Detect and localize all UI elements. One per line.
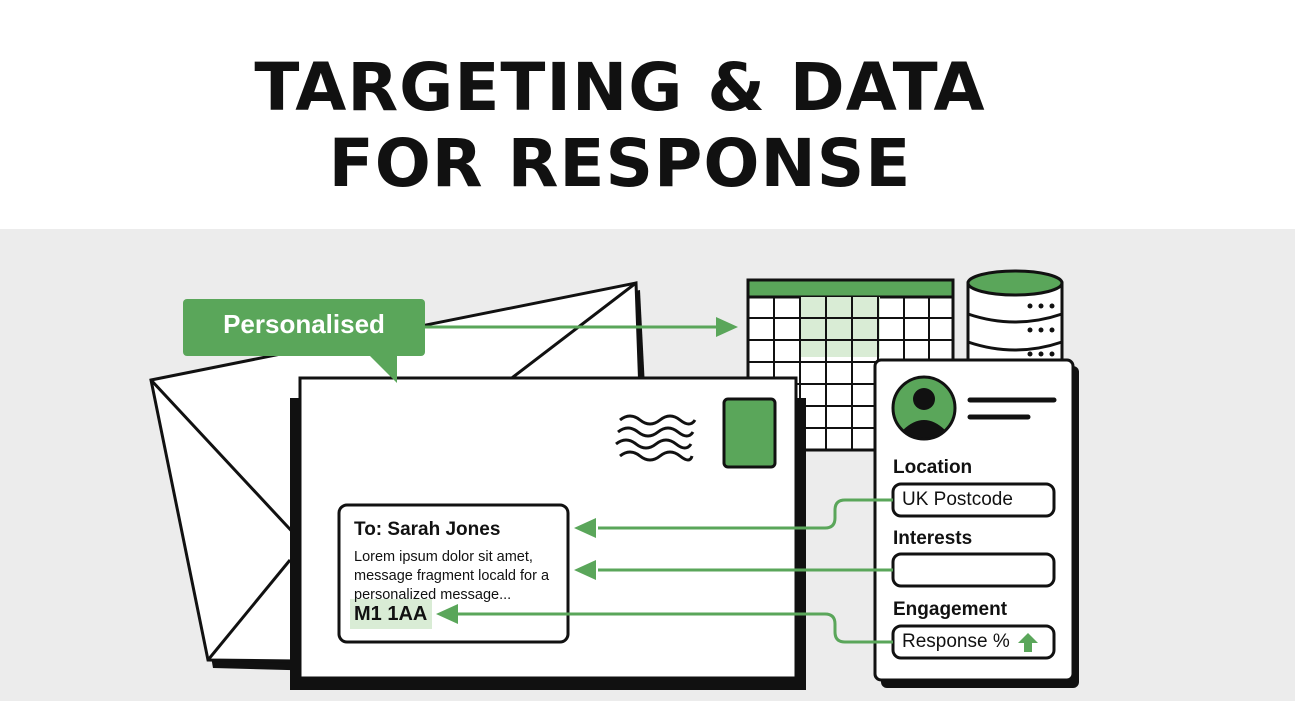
- engagement-value: Response %: [902, 631, 1010, 652]
- title-line-1: TARGETING & DATA: [254, 49, 986, 126]
- interests-label: Interests: [893, 528, 973, 549]
- profile-card: [873, 358, 1079, 688]
- postcard: [290, 376, 806, 690]
- interests-field: [891, 552, 1056, 588]
- postcode-highlight: [350, 599, 432, 629]
- message-body: Lorem ipsum dolor sit amet, message frag…: [354, 549, 550, 603]
- location-label: Location: [893, 457, 973, 478]
- location-value: UK Postcode: [902, 489, 1013, 510]
- stamp-icon: [722, 397, 777, 469]
- up-arrow-icon: [1018, 633, 1038, 652]
- database-icon: [966, 269, 1064, 375]
- personalised-tag: [183, 299, 425, 383]
- recipient-line: To: Sarah Jones: [354, 519, 501, 540]
- avatar-icon: [891, 375, 957, 441]
- connector-arrows: [425, 325, 893, 644]
- title-band: TARGETING & DATA FOR RESPONSE: [0, 0, 1295, 229]
- page-title: TARGETING & DATA FOR RESPONSE: [0, 50, 1240, 202]
- postmark-icon: [615, 414, 697, 462]
- arrowheads: [436, 317, 738, 624]
- personalised-tag-label: Personalised: [223, 309, 385, 339]
- title-line-2: FOR RESPONSE: [328, 125, 912, 202]
- engagement-label: Engagement: [893, 599, 1008, 620]
- postcode-text: M1 1AA: [354, 603, 428, 625]
